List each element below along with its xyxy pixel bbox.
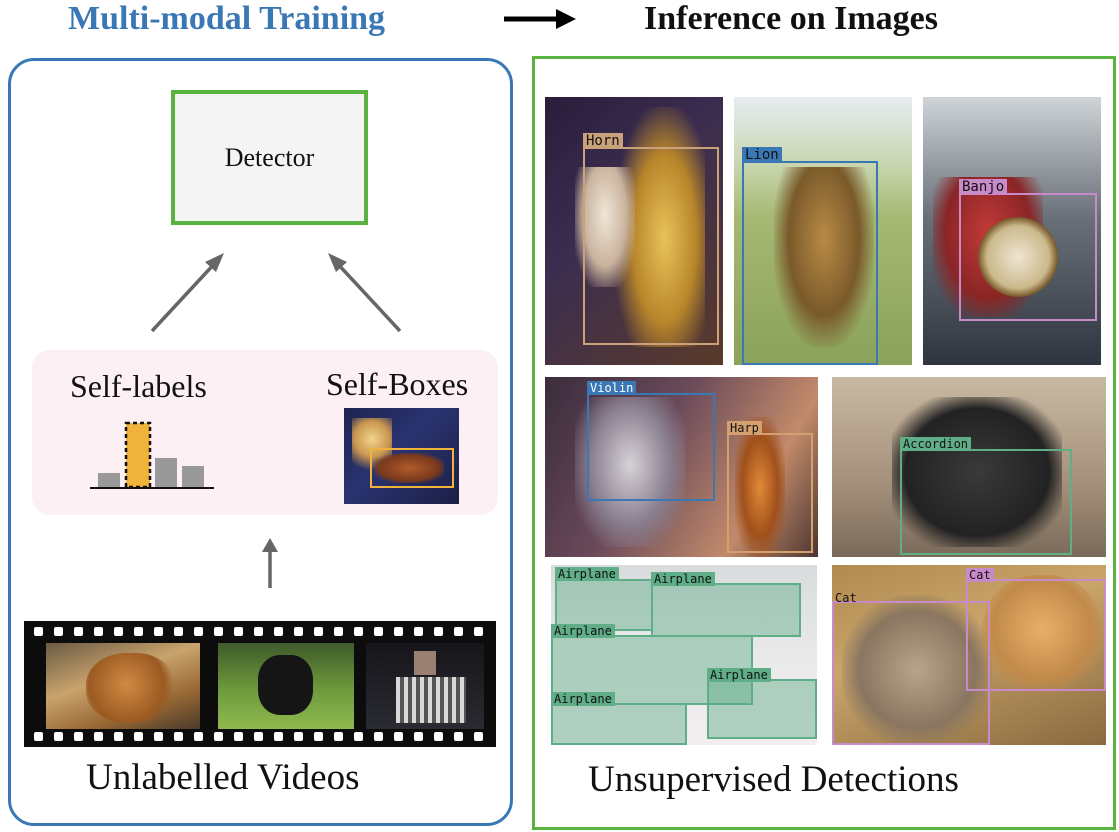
self-box-bbox xyxy=(370,448,454,488)
hist-bar xyxy=(98,473,120,487)
airplane-bbox-5 xyxy=(551,703,687,745)
hist-bar-highlight xyxy=(124,421,152,489)
hist-bar xyxy=(182,466,204,487)
arrow-up-right xyxy=(334,260,402,333)
airplane-tag-3: Airplane xyxy=(551,624,615,638)
violin-bbox xyxy=(587,393,715,501)
airplane-tag-4: Airplane xyxy=(707,668,771,682)
lion-tag: Lion xyxy=(742,147,782,163)
image-horn: Horn xyxy=(545,97,723,365)
self-labels-label: Self-labels xyxy=(70,368,207,404)
lion-bbox xyxy=(742,161,878,365)
arrow-head xyxy=(262,538,278,552)
accordion-bbox xyxy=(900,449,1072,555)
hist-bar xyxy=(155,458,177,487)
training-panel xyxy=(8,58,513,826)
video-frame-dog xyxy=(46,643,200,729)
arrow-right-icon xyxy=(504,9,576,29)
violin-tag: Violin xyxy=(587,381,637,395)
image-lion: Lion xyxy=(734,97,912,365)
banjo-bbox xyxy=(959,193,1097,321)
arrow-head xyxy=(328,253,347,272)
horn-tag: Horn xyxy=(583,133,623,149)
flow-arrows xyxy=(150,253,402,588)
image-airplanes: Airplane Airplane Airplane Airplane Airp… xyxy=(551,565,817,745)
cat-tag-1: Cat xyxy=(835,591,857,605)
arrow-up-left xyxy=(150,260,218,333)
airplane-tag-5: Airplane xyxy=(551,692,615,706)
cat-bbox-1 xyxy=(832,601,990,745)
airplane-bbox-2 xyxy=(651,583,801,637)
horn-bbox xyxy=(583,147,719,345)
inference-panel xyxy=(532,56,1116,830)
image-accordion: Accordion xyxy=(832,377,1106,557)
detector-label: Detector xyxy=(224,142,315,172)
video-frame-accordion xyxy=(366,643,484,729)
airplane-tag-2: Airplane xyxy=(651,572,715,586)
harp-tag: Harp xyxy=(727,421,762,435)
video-frame-gorilla xyxy=(218,643,354,729)
self-box-thumbnail xyxy=(344,408,459,504)
videos-label: Unlabelled Videos xyxy=(86,757,360,798)
image-banjo: Banjo xyxy=(923,97,1101,365)
inference-title: Inference on Images xyxy=(644,0,938,37)
video-filmstrip xyxy=(24,621,496,747)
airplane-bbox-4 xyxy=(707,679,817,739)
cat-tag-2: Cat xyxy=(966,568,994,582)
image-cats: Cat Cat xyxy=(832,565,1106,745)
self-labels-histogram xyxy=(90,421,214,489)
airplane-tag-1: Airplane xyxy=(555,567,619,581)
training-title: Multi-modal Training xyxy=(68,0,386,37)
banjo-tag: Banjo xyxy=(959,179,1008,195)
detector-box: Detector xyxy=(171,90,368,225)
arrow-head xyxy=(205,253,224,272)
harp-bbox xyxy=(727,433,813,553)
accordion-tag: Accordion xyxy=(900,437,972,451)
cat-bbox-2 xyxy=(966,579,1106,691)
detections-label: Unsupervised Detections xyxy=(588,759,959,800)
self-boxes-label: Self-Boxes xyxy=(326,366,469,402)
image-violin-harp: Violin Harp xyxy=(545,377,818,557)
